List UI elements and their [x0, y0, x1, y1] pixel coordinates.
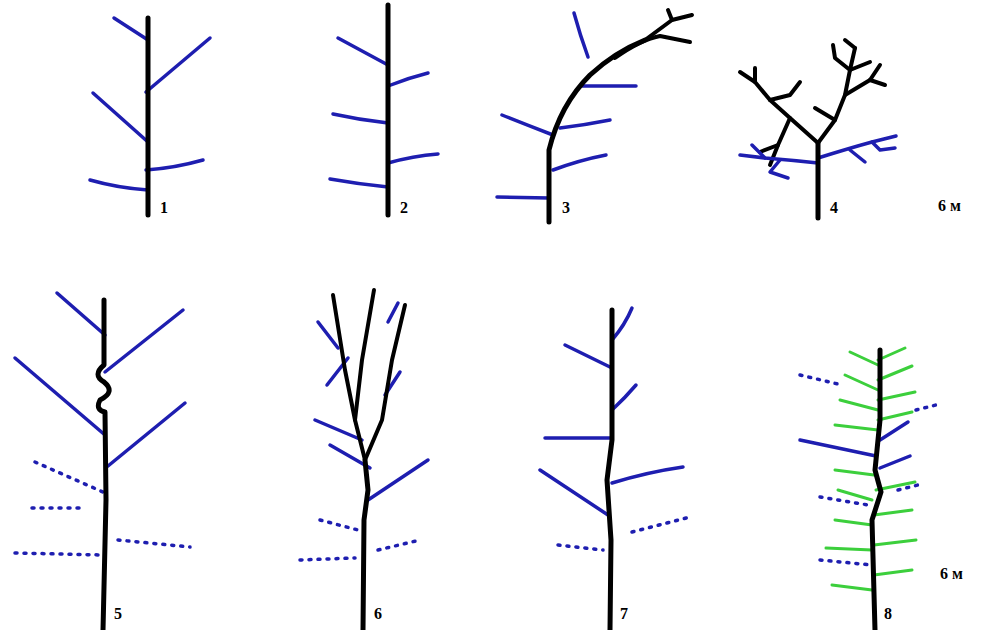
figure-number: 5 [114, 606, 122, 622]
tree-8 [800, 348, 940, 630]
figure-number: 6 [374, 606, 382, 622]
tree-4 [740, 40, 896, 218]
figure-number: 1 [160, 200, 168, 216]
tree-3 [497, 10, 692, 222]
tree-2 [330, 5, 438, 215]
scale-label: 6 м [938, 198, 961, 214]
figure-number: 2 [400, 200, 408, 216]
tree-6 [300, 290, 428, 630]
figure-number: 8 [884, 606, 892, 622]
tree-1 [90, 18, 210, 215]
tree-5 [15, 293, 190, 630]
scale-label: 6 м [940, 566, 963, 582]
figure-number: 4 [830, 200, 838, 216]
tree-7 [540, 308, 690, 630]
figure-number: 3 [562, 200, 570, 216]
figure-number: 7 [620, 606, 628, 622]
